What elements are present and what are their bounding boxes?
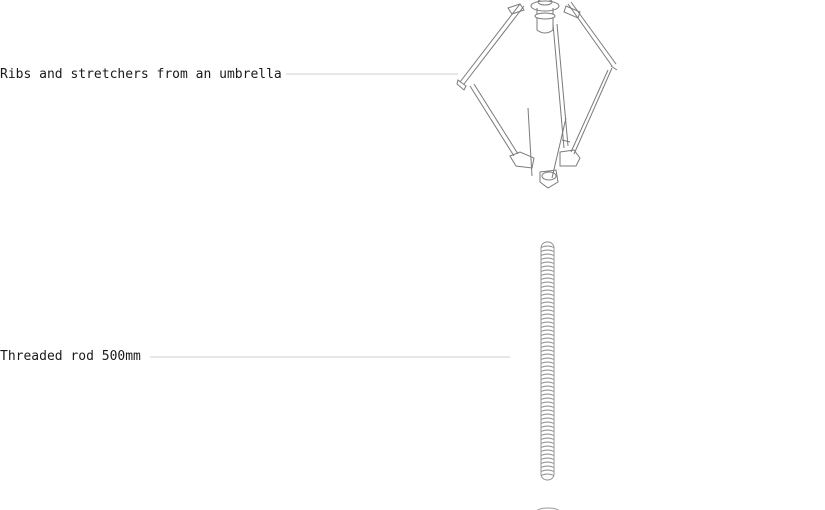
thread-ridge bbox=[540, 397, 555, 400]
thread-ridge bbox=[540, 417, 555, 420]
umbrella-frame-icon bbox=[456, 0, 618, 189]
thread-ridge bbox=[540, 257, 555, 260]
thread-ridge bbox=[540, 457, 555, 460]
thread-ridge bbox=[540, 437, 555, 440]
thread-ridge bbox=[540, 473, 555, 476]
thread-ridge bbox=[540, 429, 555, 432]
thread-ridge bbox=[540, 389, 555, 392]
part-label-ribs: Ribs and stretchers from an umbrella bbox=[0, 67, 286, 83]
thread-ridge bbox=[540, 445, 555, 448]
thread-ridge bbox=[540, 309, 555, 312]
thread-ridge bbox=[540, 261, 555, 264]
thread-ridge bbox=[540, 413, 555, 416]
thread-ridge bbox=[540, 393, 555, 396]
thread-ridge bbox=[540, 461, 555, 464]
thread-ridge bbox=[540, 293, 555, 296]
thread-ridge bbox=[540, 377, 555, 380]
thread-ridge bbox=[540, 409, 555, 412]
thread-ridge bbox=[540, 325, 555, 328]
thread-ridge bbox=[540, 465, 555, 468]
threaded-rod-icon bbox=[540, 241, 555, 481]
thread-ridge bbox=[540, 305, 555, 308]
thread-ridge bbox=[540, 373, 555, 376]
thread-ridge bbox=[540, 313, 555, 316]
thread-ridge bbox=[540, 281, 555, 284]
thread-ridge bbox=[540, 249, 555, 252]
thread-ridge bbox=[540, 369, 555, 372]
thread-ridge bbox=[540, 401, 555, 404]
thread-ridge bbox=[540, 421, 555, 424]
thread-ridge bbox=[540, 265, 555, 268]
thread-ridge bbox=[540, 341, 555, 344]
thread-ridge bbox=[540, 337, 555, 340]
thread-ridge bbox=[540, 333, 555, 336]
thread-ridge bbox=[540, 285, 555, 288]
thread-ridge bbox=[540, 433, 555, 436]
thread-ridge bbox=[540, 301, 555, 304]
next-part-icon bbox=[536, 507, 560, 510]
thread-ridge bbox=[540, 469, 555, 472]
thread-ridge bbox=[540, 349, 555, 352]
part-label-rod: Threaded rod 500mm bbox=[0, 349, 145, 365]
thread-ridge bbox=[540, 329, 555, 332]
thread-ridge bbox=[540, 345, 555, 348]
thread-ridge bbox=[540, 289, 555, 292]
thread-ridge bbox=[540, 441, 555, 444]
thread-ridge bbox=[540, 317, 555, 320]
thread-ridge bbox=[540, 449, 555, 452]
thread-ridge bbox=[540, 365, 555, 368]
thread-ridge bbox=[540, 269, 555, 272]
thread-ridge bbox=[540, 385, 555, 388]
thread-ridge bbox=[540, 425, 555, 428]
thread-ridge bbox=[540, 273, 555, 276]
thread-ridge bbox=[540, 245, 555, 248]
thread-ridge bbox=[540, 353, 555, 356]
thread-ridge bbox=[540, 357, 555, 360]
thread-ridge bbox=[540, 253, 555, 256]
thread-ridge bbox=[540, 453, 555, 456]
thread-ridge bbox=[540, 405, 555, 408]
thread-ridge bbox=[540, 297, 555, 300]
thread-ridge bbox=[540, 321, 555, 324]
thread-ridge bbox=[540, 361, 555, 364]
thread-ridge bbox=[540, 381, 555, 384]
thread-ridge bbox=[540, 277, 555, 280]
